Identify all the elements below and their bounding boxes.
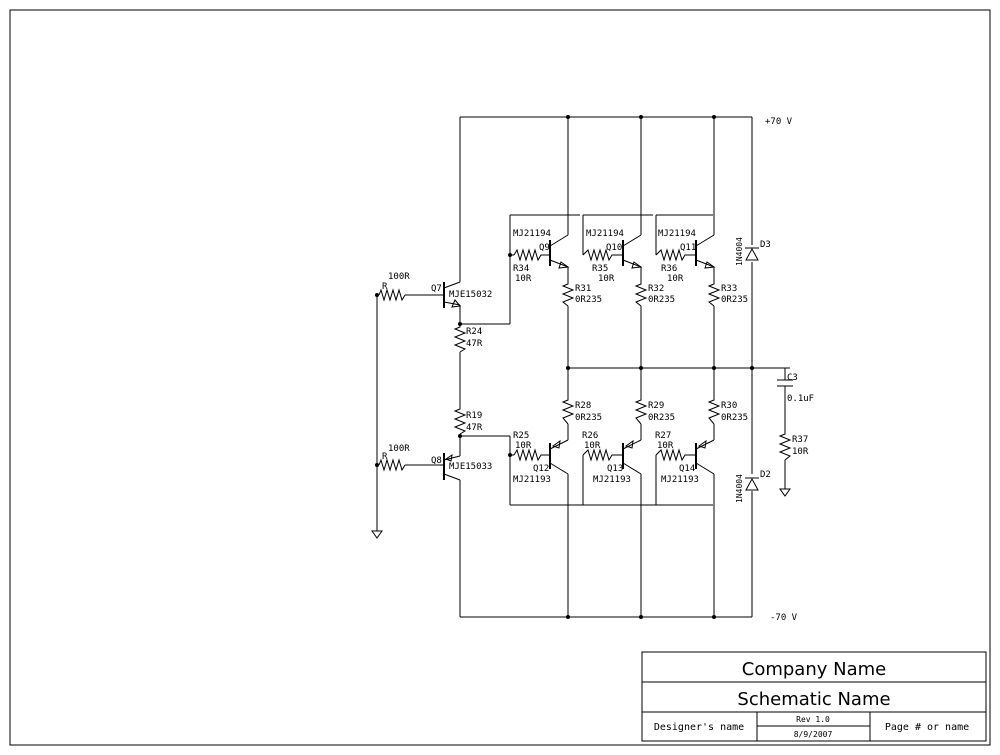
label-input-top-value: 100R [388, 272, 410, 282]
label-q13-ref: Q13 [607, 464, 623, 474]
transistor-q7 [443, 281, 461, 308]
title-block-page: Page # or name [885, 722, 969, 733]
label-q10-type: MJ21194 [586, 229, 624, 239]
label-q11-ref: Q11 [680, 243, 696, 253]
label-r35-ref: R35 [592, 264, 608, 274]
capacitor-c3 [777, 379, 793, 387]
transistor-q8 [443, 453, 461, 481]
resistor-r34 [513, 248, 550, 262]
label-d2-ref: D2 [760, 470, 771, 480]
resistor-r26 [582, 448, 623, 462]
label-input-bottom-value: 100R [388, 444, 410, 454]
label-r34-value: 10R [515, 274, 532, 284]
transistor-q13 [622, 439, 642, 475]
title-block-revision: Rev 1.0 [796, 715, 830, 724]
title-block-date: 8/9/2007 [794, 730, 833, 739]
resistor-r31 [561, 282, 575, 307]
label-r25-value: 10R [515, 441, 532, 451]
resistor-r33 [707, 282, 721, 307]
title-block-designer: Designer's name [654, 722, 744, 733]
label-input-bottom-ref: R [382, 452, 388, 462]
resistor-r28 [561, 398, 575, 425]
label-q12-type: MJ21193 [513, 475, 551, 485]
label-r27-value: 10R [657, 441, 674, 451]
label-c3-ref: C3 [787, 373, 798, 383]
ground-symbol-zobel [779, 488, 791, 497]
label-q12-ref: Q12 [533, 464, 549, 474]
label-r29-ref: R29 [648, 401, 664, 411]
title-block [641, 651, 987, 742]
label-q14-type: MJ21193 [661, 475, 699, 485]
resistor-r37 [778, 432, 792, 461]
label-d3-type: 1N4004 [735, 237, 744, 266]
label-r27-ref: R27 [655, 431, 671, 441]
label-r19-value: 47R [466, 423, 483, 433]
label-q7-ref: Q7 [431, 284, 442, 294]
label-d2-type: 1N4004 [735, 474, 744, 503]
label-r25-ref: R25 [513, 431, 529, 441]
ground-symbol [371, 530, 383, 539]
label-q9-ref: Q9 [539, 243, 550, 253]
label-r36-ref: R36 [661, 264, 677, 274]
diode-d2 [745, 477, 759, 491]
label-r28-ref: R28 [575, 401, 591, 411]
label-positive-rail: +70 V [765, 117, 793, 127]
label-c3-value: 0.1uF [787, 394, 814, 404]
label-r37-ref: R37 [792, 435, 808, 445]
label-r30-value: 0R235 [721, 413, 748, 423]
label-r30-ref: R30 [721, 401, 737, 411]
wiring [376, 116, 790, 618]
resistor-input-bottom [378, 458, 406, 472]
resistor-input-top [378, 288, 406, 302]
label-r35-value: 10R [598, 274, 615, 284]
label-q11-type: MJ21194 [658, 229, 696, 239]
transistor-q10 [622, 234, 643, 269]
label-r26-value: 10R [584, 441, 601, 451]
label-r32-ref: R32 [648, 284, 664, 294]
label-r37-value: 10R [792, 447, 809, 457]
label-input-top-ref: R [382, 282, 388, 292]
transistor-q12 [549, 439, 569, 475]
junction-dots [375, 115, 754, 619]
label-negative-rail: -70 V [770, 613, 798, 623]
label-r26-ref: R26 [582, 431, 598, 441]
label-r31-ref: R31 [575, 284, 591, 294]
label-q10-ref: Q10 [606, 243, 622, 253]
resistor-r29 [634, 398, 648, 425]
label-r24-value: 47R [466, 339, 483, 349]
label-r33-value: 0R235 [721, 295, 748, 305]
label-r33-ref: R33 [721, 284, 737, 294]
resistor-r35 [582, 248, 623, 262]
label-q8-type: MJE15033 [449, 462, 492, 472]
diode-d3 [745, 247, 759, 261]
label-d3-ref: D3 [760, 240, 771, 250]
transistor-q11 [695, 234, 716, 269]
label-r31-value: 0R235 [575, 295, 602, 305]
title-block-schematic: Schematic Name [737, 689, 890, 710]
resistor-r24 [453, 324, 467, 353]
label-q9-type: MJ21194 [513, 229, 551, 239]
label-q8-ref: Q8 [431, 456, 442, 466]
label-q14-ref: Q14 [679, 464, 695, 474]
resistor-r32 [634, 282, 648, 307]
resistor-r25 [513, 448, 550, 462]
resistor-r30 [707, 398, 721, 425]
label-r34-ref: R34 [513, 264, 529, 274]
label-r36-value: 10R [667, 274, 684, 284]
transistor-q14 [695, 439, 715, 475]
transistor-q9 [549, 234, 570, 269]
label-r24-ref: R24 [466, 327, 482, 337]
label-r29-value: 0R235 [648, 413, 675, 423]
sheet-border [9, 9, 991, 746]
label-q7-type: MJE15032 [449, 290, 492, 300]
resistor-r27 [655, 448, 696, 462]
resistor-r36 [655, 248, 696, 262]
label-r19-ref: R19 [466, 411, 482, 421]
label-r28-value: 0R235 [575, 413, 602, 423]
label-q13-type: MJ21193 [593, 475, 631, 485]
title-block-company: Company Name [742, 659, 886, 680]
label-r32-value: 0R235 [648, 295, 675, 305]
resistor-r19 [453, 406, 467, 435]
